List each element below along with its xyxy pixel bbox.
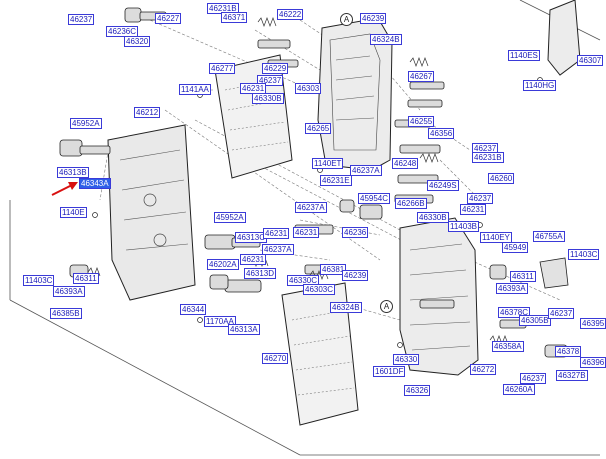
- part-label[interactable]: 46255: [408, 116, 435, 127]
- part-label[interactable]: 46272: [470, 364, 497, 375]
- part-label[interactable]: 46265: [305, 123, 332, 134]
- part-label[interactable]: 46311: [73, 273, 99, 284]
- part-label[interactable]: 46303C: [303, 284, 336, 295]
- circle-note-a: A: [380, 300, 393, 313]
- part-label[interactable]: 46237A: [295, 202, 327, 213]
- part-label[interactable]: 46393A: [53, 286, 85, 297]
- part-label[interactable]: 46248: [392, 158, 419, 169]
- part-label[interactable]: 46277: [209, 63, 236, 74]
- part-label[interactable]: 46231: [293, 227, 320, 238]
- part-label[interactable]: 46266B: [395, 198, 427, 209]
- part-label[interactable]: 46371: [221, 12, 248, 23]
- part-label[interactable]: 46330B: [417, 212, 449, 223]
- part-label[interactable]: 46236C: [106, 26, 139, 37]
- part-label[interactable]: 1141AA: [179, 84, 211, 95]
- part-label[interactable]: 46270: [262, 353, 289, 364]
- part-label[interactable]: 11403B: [448, 221, 479, 232]
- frame-lines: [9, 0, 601, 456]
- part-label[interactable]: 46227: [155, 13, 182, 24]
- right-bracket: [539, 0, 581, 289]
- part-label[interactable]: 46222: [277, 9, 304, 20]
- part-label[interactable]: 46344: [180, 304, 207, 315]
- part-label[interactable]: 46324B: [330, 302, 362, 313]
- part-label[interactable]: 46231B: [472, 152, 504, 163]
- part-label[interactable]: 46313D: [244, 268, 277, 279]
- part-label[interactable]: 46330B: [252, 93, 284, 104]
- part-label[interactable]: 46229: [262, 63, 289, 74]
- part-label[interactable]: 46311: [510, 271, 536, 282]
- lower-valve-body: [399, 217, 479, 376]
- part-label[interactable]: 45949: [502, 242, 529, 253]
- part-label[interactable]: 46212: [134, 107, 161, 118]
- part-label[interactable]: 45952A: [214, 212, 246, 223]
- main-valve-body: [107, 124, 196, 301]
- part-label[interactable]: 11403C: [568, 249, 600, 260]
- part-label[interactable]: 46231E: [320, 175, 352, 186]
- part-label[interactable]: 46237: [467, 193, 494, 204]
- part-label[interactable]: 46381: [320, 264, 347, 275]
- part-label[interactable]: 46385B: [50, 308, 82, 319]
- part-label[interactable]: 46320: [124, 36, 151, 47]
- part-label[interactable]: 46202A: [207, 259, 239, 270]
- part-label[interactable]: 1140ET: [312, 158, 344, 169]
- part-label[interactable]: 45954C: [358, 193, 391, 204]
- part-label[interactable]: 46260: [488, 173, 515, 184]
- part-label[interactable]: 46307: [577, 55, 604, 66]
- part-label[interactable]: 46393A: [496, 283, 528, 294]
- part-label[interactable]: 46358A: [492, 341, 524, 352]
- part-label[interactable]: 46231: [460, 204, 487, 215]
- part-label[interactable]: 46327B: [556, 370, 588, 381]
- part-label[interactable]: 46249S: [427, 180, 459, 191]
- part-label[interactable]: 45952A: [70, 118, 102, 129]
- part-label[interactable]: 46237: [520, 373, 547, 384]
- part-label[interactable]: 46237: [257, 75, 284, 86]
- part-label[interactable]: 1601DF: [373, 366, 406, 377]
- part-label[interactable]: 1140ES: [508, 50, 540, 61]
- part-label[interactable]: 46330: [393, 354, 420, 365]
- part-label[interactable]: 46237: [68, 14, 95, 25]
- part-label[interactable]: 46239: [360, 13, 387, 24]
- part-label[interactable]: 46395: [580, 318, 606, 329]
- part-label[interactable]: 1140E: [60, 207, 87, 218]
- part-label[interactable]: 46755A: [533, 231, 565, 242]
- part-label[interactable]: 46303: [295, 83, 322, 94]
- circle-note-a: A: [340, 13, 353, 26]
- part-label[interactable]: 46237A: [350, 165, 382, 176]
- part-label[interactable]: 46396: [580, 357, 606, 368]
- part-label[interactable]: 46343A: [79, 178, 111, 189]
- part-label[interactable]: 46267: [408, 71, 435, 82]
- part-label[interactable]: 46378: [555, 346, 582, 357]
- part-label[interactable]: 11403C: [23, 275, 55, 286]
- part-label[interactable]: 46313B: [57, 167, 89, 178]
- part-label[interactable]: 46305B: [519, 315, 551, 326]
- part-label[interactable]: 46326: [404, 385, 431, 396]
- part-label[interactable]: 46356: [428, 128, 455, 139]
- part-label[interactable]: 1170AA: [204, 316, 236, 327]
- part-label[interactable]: 46236: [342, 227, 369, 238]
- part-label[interactable]: 46324B: [370, 34, 402, 45]
- part-label[interactable]: 46237A: [262, 244, 294, 255]
- pointer-arrow: [51, 182, 78, 196]
- part-label[interactable]: 46313A: [228, 324, 260, 335]
- part-label[interactable]: 46231: [263, 228, 290, 239]
- part-label[interactable]: 46260A: [503, 384, 535, 395]
- part-label[interactable]: 1140HG: [523, 80, 557, 91]
- part-label[interactable]: 1140EY: [480, 232, 512, 243]
- part-label[interactable]: 46239: [342, 270, 369, 281]
- part-label[interactable]: 46378C: [498, 307, 531, 318]
- part-label[interactable]: 46231: [240, 254, 267, 265]
- part-label[interactable]: 46237: [548, 308, 575, 319]
